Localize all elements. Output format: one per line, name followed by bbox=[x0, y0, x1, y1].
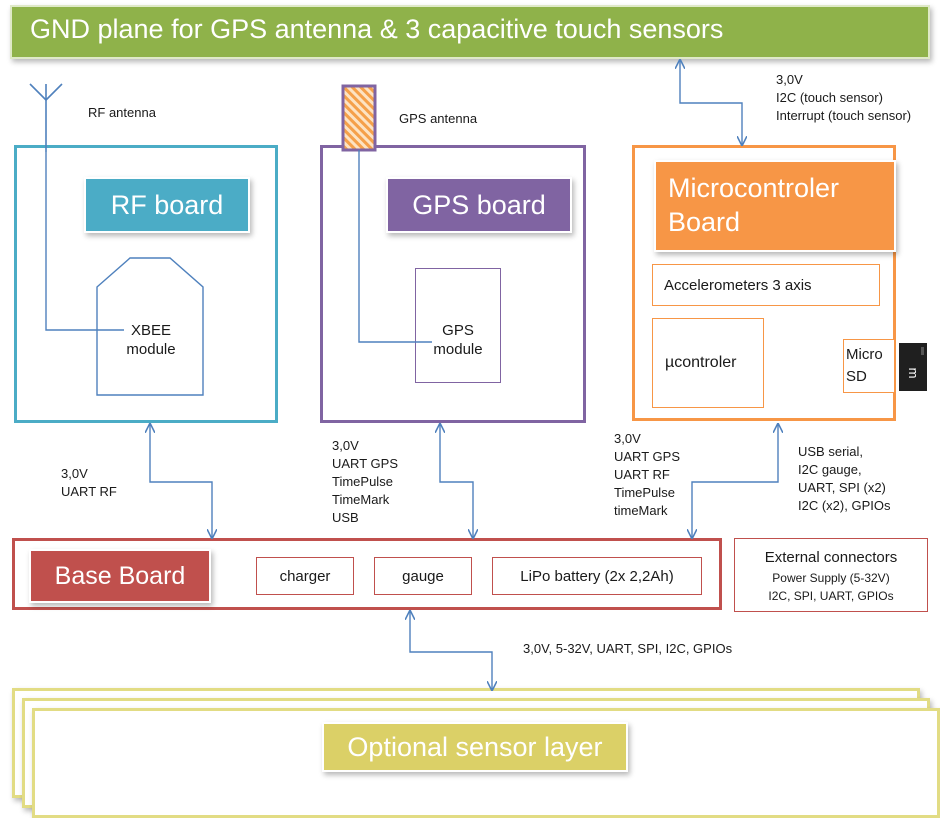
arrow-mcu-to-base bbox=[692, 424, 778, 538]
gps-base-label-4: TimeMark bbox=[332, 492, 390, 507]
external-connectors-line2: I2C, SPI, UART, GPIOs bbox=[768, 589, 894, 603]
rf-board-title: RF board bbox=[110, 189, 224, 220]
charger-label: charger bbox=[279, 567, 331, 585]
arrow-base-to-optional bbox=[410, 611, 492, 690]
microcontroller-box bbox=[652, 318, 764, 408]
optional-layer-title: Optional sensor layer bbox=[347, 731, 603, 762]
gnd-plane-bar bbox=[10, 5, 930, 59]
mcu-base-right-label-2: I2C gauge, bbox=[798, 462, 862, 477]
sd-card-icon: m bbox=[899, 343, 927, 391]
arrow-gnd-to-mcu bbox=[680, 60, 742, 145]
micro-sd-label-line1: Micro bbox=[846, 346, 883, 363]
gps-antenna-label: GPS antenna bbox=[399, 111, 478, 126]
mcu-board-outline bbox=[632, 145, 896, 421]
rf-antenna-wire bbox=[45, 152, 124, 331]
gps-base-label-5: USB bbox=[332, 510, 359, 525]
accelerometers-label: Accelerometers 3 axis bbox=[664, 277, 812, 294]
rf-antenna-icon bbox=[29, 83, 63, 152]
mcu-base-right-label-4: I2C (x2), GPIOs bbox=[798, 498, 891, 513]
mcu-base-left-label-2: UART GPS bbox=[614, 449, 680, 464]
charger-box: charger bbox=[256, 557, 354, 595]
micro-sd-box bbox=[843, 339, 895, 393]
external-connectors-title: External connectors bbox=[764, 549, 898, 566]
mcu-base-left-label-4: TimePulse bbox=[614, 485, 675, 500]
gps-antenna-icon bbox=[341, 84, 377, 152]
mcu-board-title: Microcontroler Board bbox=[668, 173, 840, 237]
base-board-title: Base Board bbox=[54, 561, 186, 590]
sd-card-icon-text: m bbox=[906, 368, 921, 379]
gps-module-label: GPS module bbox=[433, 322, 483, 358]
gps-board-title: GPS board bbox=[412, 189, 546, 220]
gps-board-outline bbox=[320, 145, 586, 423]
base-board-title-box: Base Board bbox=[29, 549, 211, 603]
external-connectors-box bbox=[734, 538, 928, 612]
accelerometers-box bbox=[652, 264, 880, 306]
gps-base-label-1: 3,0V bbox=[332, 438, 359, 453]
connection-lines: m bbox=[29, 0, 927, 783]
xbee-module-shape bbox=[96, 257, 204, 396]
gps-base-label-2: UART GPS bbox=[332, 456, 398, 471]
mcu-base-left-label-5: timeMark bbox=[614, 503, 668, 518]
gauge-label: gauge bbox=[402, 567, 444, 585]
gps-antenna-wire bbox=[358, 150, 432, 343]
gauge-box: gauge bbox=[374, 557, 472, 595]
battery-label: LiPo battery (2x 2,2Ah) bbox=[520, 567, 674, 585]
mcu-base-left-label-1: 3,0V bbox=[614, 431, 641, 446]
micro-sd-label-line2: SD bbox=[846, 368, 867, 385]
xbee-module-label: XBEE module bbox=[126, 322, 176, 358]
arrow-gps-to-base bbox=[440, 424, 473, 538]
external-connectors-line1: Power Supply (5-32V) bbox=[772, 571, 890, 585]
battery-box: LiPo battery (2x 2,2Ah) bbox=[492, 557, 702, 595]
rf-board-outline bbox=[14, 145, 278, 423]
gps-module-box bbox=[415, 268, 501, 383]
rf-board-title-box: RF board bbox=[84, 177, 250, 233]
mcu-base-left-label-3: UART RF bbox=[614, 467, 670, 482]
rf-base-label-1: 3,0V bbox=[61, 466, 88, 481]
arrow-rf-to-base bbox=[150, 424, 212, 538]
microcontroller-label: µcontroler bbox=[665, 354, 737, 371]
mcu-base-right-label-1: USB serial, bbox=[798, 444, 864, 459]
gnd-plane-title: GND plane for GPS antenna & 3 capacitive… bbox=[30, 14, 724, 44]
gps-board-title-box: GPS board bbox=[386, 177, 572, 233]
rf-antenna-label: RF antenna bbox=[88, 105, 156, 120]
gps-base-label-3: TimePulse bbox=[332, 474, 393, 489]
gnd-mcu-label-2: I2C (touch sensor) bbox=[776, 90, 883, 105]
gnd-mcu-label-1: 3,0V bbox=[776, 72, 803, 87]
gnd-mcu-label-3: Interrupt (touch sensor) bbox=[776, 108, 912, 123]
base-optional-label: 3,0V, 5-32V, UART, SPI, I2C, GPIOs bbox=[523, 641, 733, 656]
optional-layer-title-box: Optional sensor layer bbox=[322, 722, 628, 772]
mcu-board-title-box: Microcontroler Board bbox=[654, 160, 896, 252]
rf-base-label-2: UART RF bbox=[61, 484, 117, 499]
mcu-base-right-label-3: UART, SPI (x2) bbox=[798, 480, 886, 495]
base-board-outline bbox=[12, 538, 722, 610]
